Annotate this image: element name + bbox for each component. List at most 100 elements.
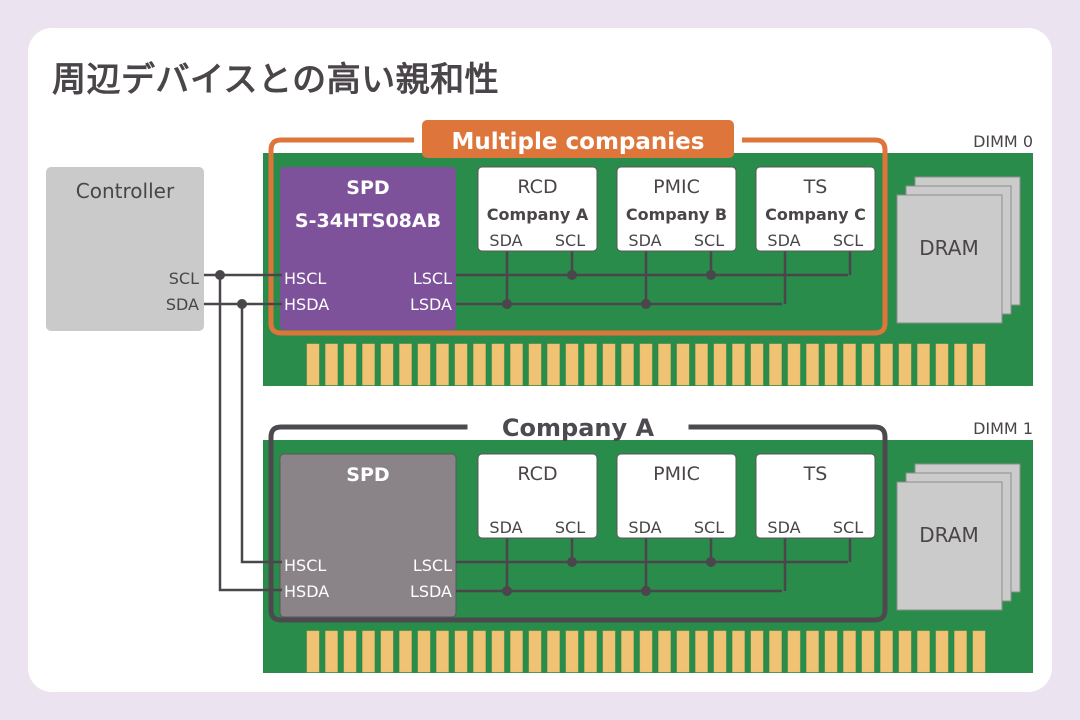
gold-finger [528,630,542,673]
gold-finger [362,343,375,386]
device-pin-scl: SCL [833,231,863,250]
gold-finger [972,630,986,673]
junction-dot [567,270,577,280]
gold-finger [935,630,949,673]
gold-finger [436,343,449,386]
gold-finger [769,630,782,673]
device-name: RCD [517,176,557,198]
gold-finger [584,630,597,673]
gold-finger [695,343,708,386]
spd-title: SPD [346,177,389,199]
junction-dot [641,586,651,596]
device-pin-sda: SDA [489,518,522,537]
group-label-badge [422,120,734,158]
group-label: Company A [502,414,655,442]
group-label: Multiple companies [452,129,705,155]
gold-finger [935,343,949,386]
junction-dot [567,557,577,567]
dram-label: DRAM [919,523,978,547]
gold-finger [454,343,468,386]
gold-finger [417,630,431,673]
device-vendor: Company B [626,205,727,224]
spd-pin-hscl: HSCL [284,556,326,575]
dram-stack: DRAM [896,463,1021,611]
gold-finger [806,343,819,386]
gold-finger [584,343,597,386]
spd-title: SPD [346,464,389,486]
group-highlight-frame: Multiple companies [268,120,888,336]
device-name: PMIC [653,463,700,485]
gold-finger [602,343,616,386]
device-pin-sda: SDA [628,518,661,537]
device-box [616,453,737,539]
sda-to-dimm1-line [240,304,282,564]
controller-box [46,167,204,331]
gold-finger [454,630,468,673]
device-pmic: PMIC Company B SDA SCL [616,166,737,309]
spd-pin-hscl: HSCL [284,269,326,288]
dram-label: DRAM [919,236,978,260]
controller-pin-sda: SDA [166,295,199,314]
spd-pin-lsda: LSDA [410,582,452,601]
gold-finger [861,343,875,386]
gold-finger [565,343,579,386]
gold-finger [732,630,745,673]
device-pin-sda: SDA [628,231,661,250]
device-pin-scl: SCL [694,231,724,250]
gold-finger [954,630,967,673]
gold-finger [732,343,745,386]
gold-finger [343,343,357,386]
junction-dot [706,270,716,280]
gold-finger [639,343,653,386]
spd-pin-lscl: LSCL [413,556,452,575]
gold-finger [547,343,560,386]
device-name: TS [803,463,828,485]
gold-finger [510,630,523,673]
device-pin-scl: SCL [833,518,863,537]
gold-finger [824,630,838,673]
gold-finger [380,630,394,673]
gold-finger [750,343,764,386]
dimm-label: DIMM 1 [973,419,1033,438]
gold-finger [362,630,375,673]
gold-finger [306,343,320,386]
device-pin-scl: SCL [555,231,585,250]
gold-finger [695,630,708,673]
device-vendor: Company C [765,205,866,224]
spd-pin-hsda: HSDA [284,582,329,601]
spd-part-number: S-34HTS08AB [295,210,441,232]
device-box [755,453,876,539]
gold-finger [491,630,505,673]
scl-to-dimm1-line [218,275,282,592]
spd-chip: SPD HSCL HSDA LSCL LSDA [279,453,457,618]
gold-finger [861,630,875,673]
junction-dot [502,586,512,596]
gold-finger [325,343,338,386]
device-name: PMIC [653,176,700,198]
gold-finger [824,343,838,386]
device-pin-sda: SDA [767,518,800,537]
device-name: TS [803,176,828,198]
controller-pin-scl: SCL [169,269,199,288]
gold-finger [621,343,634,386]
spd-box [280,167,456,330]
device-box [755,166,876,252]
gold-finger [306,630,320,673]
device-ts: TS SDA SCL [755,453,876,591]
junction-dot [237,299,247,309]
gold-finger [917,343,930,386]
spd-pin-lscl: LSCL [413,269,452,288]
gold-finger [565,630,579,673]
group-frame-outline [268,137,888,336]
gold-fingers [306,343,986,386]
gold-finger [750,630,764,673]
page-title: 周辺デバイスとの高い親和性 [52,60,500,100]
gold-finger [528,343,542,386]
gold-finger [436,630,449,673]
gold-finger [954,343,967,386]
gold-finger [676,630,690,673]
